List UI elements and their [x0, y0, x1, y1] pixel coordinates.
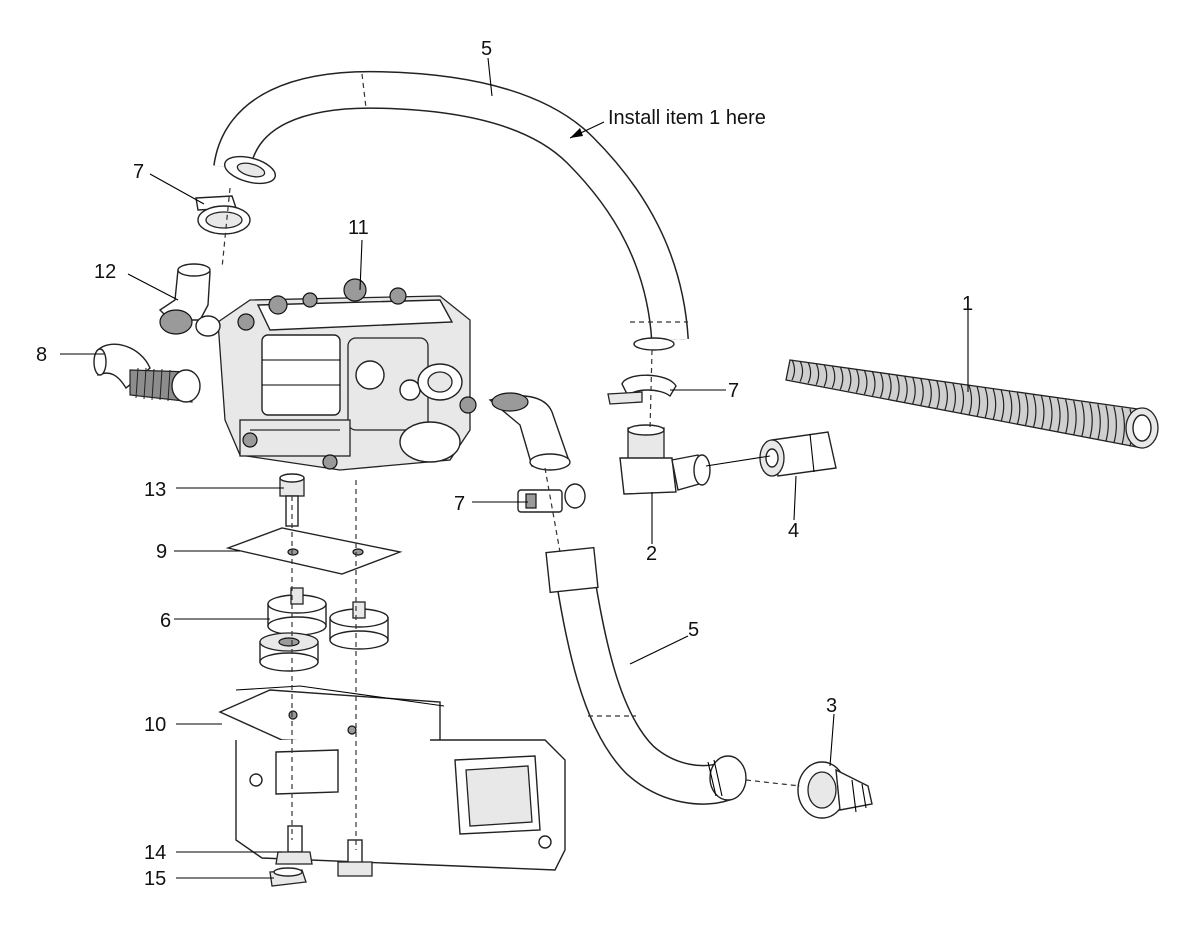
callout-2: 2 [646, 543, 657, 565]
sleeve-rib [920, 378, 924, 406]
sleeve-rib [847, 367, 852, 392]
callout-5-top: 5 [481, 38, 492, 60]
sleeve-rib [976, 386, 981, 417]
sleeve-rib [879, 372, 884, 398]
assembly-axes [221, 187, 801, 850]
sleeve-rib [863, 370, 868, 395]
sleeve-rib [1121, 407, 1126, 445]
callout-12: 12 [94, 261, 116, 283]
callout-8: 8 [36, 344, 47, 366]
sleeve-rib [1016, 392, 1021, 425]
sleeve-rib [1081, 401, 1085, 438]
callout-7-right: 7 [728, 380, 739, 402]
sleeve-rib [904, 376, 908, 403]
callout-11: 11 [348, 217, 369, 239]
bracket-10 [218, 685, 566, 871]
clamp-3 [797, 761, 873, 819]
inlet-elbow-8 [93, 343, 201, 403]
isolator-mounts-6 [259, 587, 389, 672]
callout-3: 3 [826, 695, 837, 717]
sleeve-rib [799, 360, 804, 382]
sleeve-rib [928, 379, 932, 408]
sleeve-rib [944, 381, 948, 411]
sleeve-rib [831, 365, 836, 389]
clamp-right [607, 374, 677, 405]
bolt-right-bottom [337, 839, 373, 877]
sleeve-rib [823, 364, 828, 387]
callout-5-bottom: 5 [688, 619, 699, 641]
nut-15 [269, 867, 307, 887]
bolt-13 [279, 473, 305, 527]
install-note: Install item 1 here [608, 107, 766, 129]
callout-7-top-left: 7 [133, 161, 144, 183]
sleeve-rib [807, 362, 812, 384]
sleeve-rib [1105, 405, 1109, 442]
sleeve-rib [1073, 400, 1077, 436]
callout-10: 10 [144, 714, 166, 736]
sleeve-rib [1056, 398, 1061, 433]
sleeve-rib [1097, 404, 1101, 441]
sleeve-rib [839, 366, 844, 390]
sleeve-rib [791, 359, 796, 381]
sleeve-rib [1089, 402, 1093, 439]
callout-9: 9 [156, 541, 167, 563]
callout-14: 14 [144, 842, 166, 864]
sleeve-rib [896, 374, 900, 401]
callout-labels: 5 Install item 1 here 7 11 12 8 1 7 7 2 … [36, 38, 973, 890]
sleeve-rib [968, 385, 973, 415]
elbow-fitting-12 [158, 263, 221, 337]
sleeve-rib [855, 369, 860, 393]
sleeve-rib [992, 388, 997, 420]
clamp-top-left [195, 195, 251, 235]
sleeve-rib [1113, 406, 1117, 444]
lower-hose-end [707, 755, 747, 801]
sleeve-rib [984, 387, 989, 419]
sleeve-rib [1000, 390, 1005, 422]
sleeve-rib [1040, 395, 1045, 430]
lower-hose [545, 546, 747, 805]
sleeve-rib [1065, 399, 1069, 434]
sleeve-rib [815, 363, 820, 385]
sleeve-rib [936, 380, 940, 409]
leader-lines [60, 57, 969, 879]
callout-6: 6 [160, 610, 171, 632]
sleeve-rib [912, 377, 916, 404]
callout-1: 1 [962, 293, 973, 315]
callout-15: 15 [144, 868, 166, 890]
sleeve-rib [871, 371, 876, 397]
sleeve-rib [960, 384, 965, 414]
plate-9 [225, 527, 403, 575]
sleeve-rib [888, 373, 892, 400]
callout-13: 13 [144, 479, 166, 501]
sleeve-rib [1024, 393, 1029, 427]
fitting-4 [759, 431, 837, 477]
sleeve-rib [952, 383, 957, 412]
sleeve-rib [1008, 391, 1013, 423]
corrugated-sleeve [785, 359, 1159, 449]
callout-4: 4 [788, 520, 799, 542]
pump-outlet-hose [488, 392, 571, 471]
callout-7-middle: 7 [454, 493, 465, 515]
pump-assembly [217, 278, 477, 471]
upper-hose [213, 70, 689, 351]
sleeve-rib [1032, 394, 1037, 428]
clamp-middle [517, 483, 586, 513]
sleeve-rib [1048, 397, 1053, 431]
tee-fitting-2 [619, 424, 711, 495]
